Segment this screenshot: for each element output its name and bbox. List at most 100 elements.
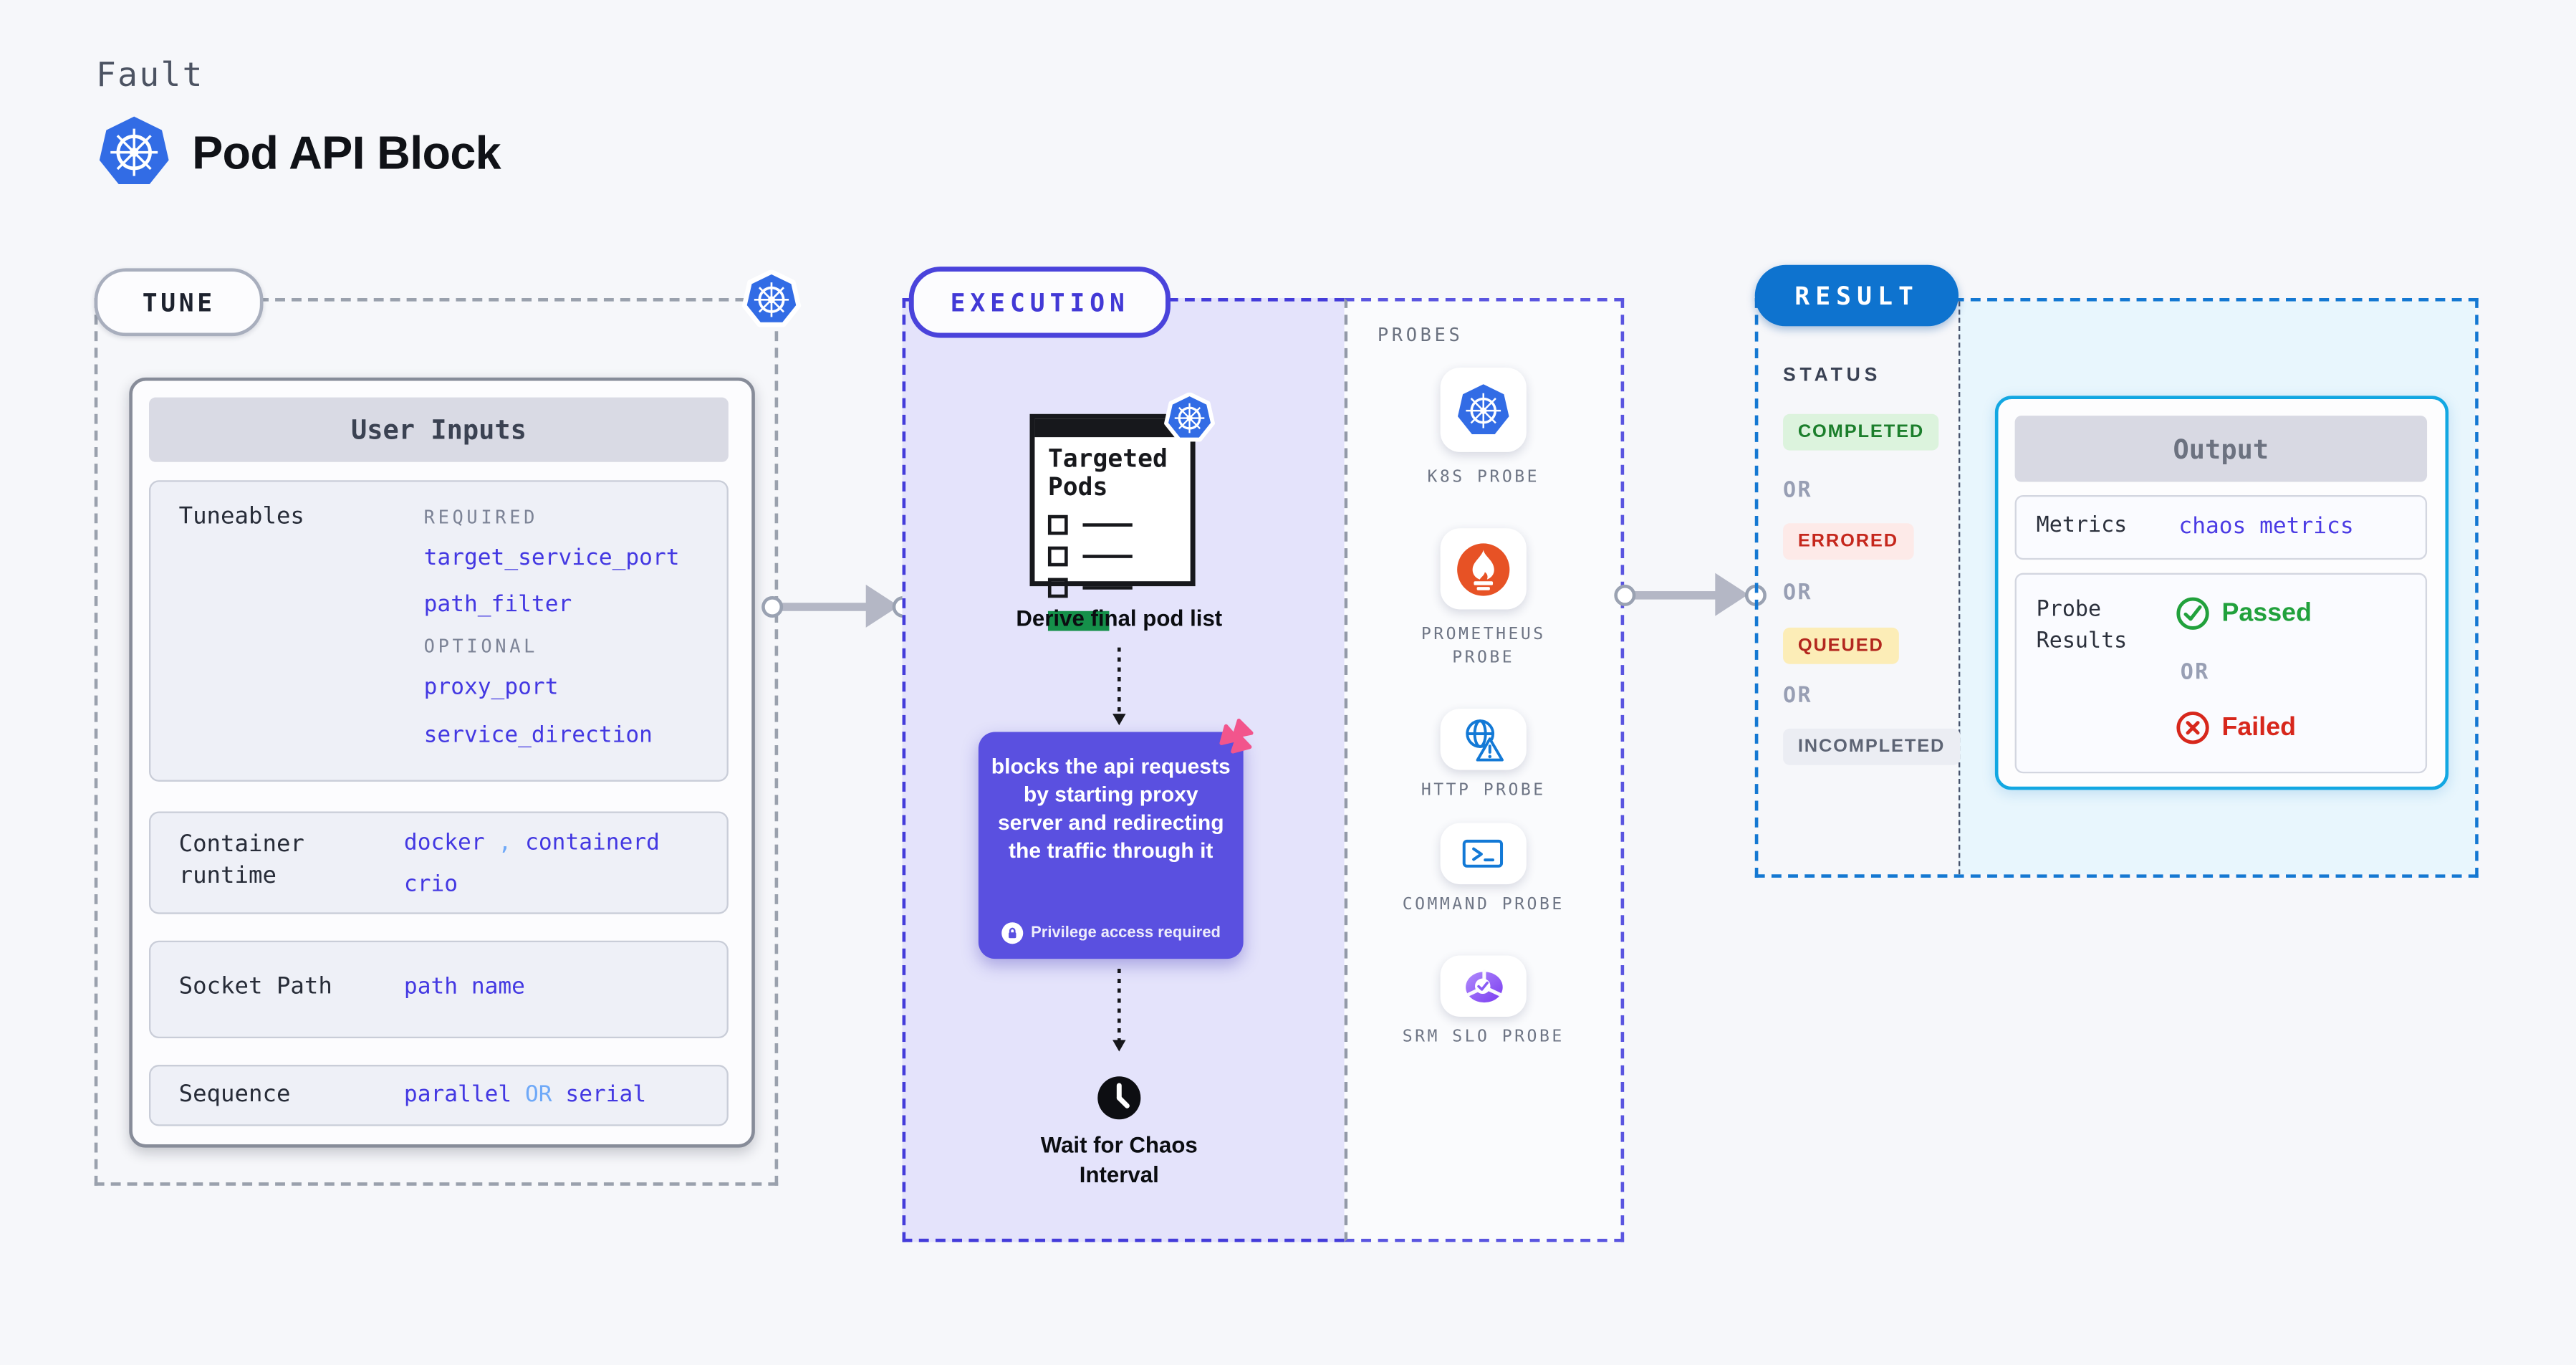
status-label: STATUS: [1783, 365, 1882, 386]
privilege-note-text: Privilege access required: [1031, 924, 1221, 943]
arrow-down-icon: [1111, 1040, 1125, 1052]
socket-path-value: path name: [403, 973, 525, 1000]
failed-text: Failed: [2221, 712, 2297, 742]
container-runtime-label: Container runtime: [178, 831, 304, 889]
passed-text: Passed: [2221, 598, 2312, 627]
execution-pill: EXECUTION: [908, 267, 1171, 338]
tuneable-service-direction: service_direction: [423, 722, 653, 749]
probe-results-label: Probe Results: [2036, 598, 2128, 654]
lock-icon: [1001, 922, 1023, 944]
tuneables-group: Tuneables REQUIRED target_service_port p…: [148, 480, 729, 782]
metrics-row: Metrics chaos metrics: [2014, 495, 2428, 560]
fault-action-text: blocks the api requests by starting prox…: [991, 753, 1231, 863]
socket-path-group: Socket Path path name: [148, 940, 729, 1039]
tuneable-target-service-port: target_service_port: [423, 545, 680, 572]
srm-slo-probe-label: SRM SLO PROBE: [1402, 1028, 1565, 1047]
terminal-icon: [1459, 830, 1507, 878]
progress-bar: [1047, 610, 1110, 631]
metrics-value: chaos metrics: [2178, 513, 2354, 540]
runtime-docker: docker: [403, 829, 485, 856]
page-title: Pod API Block: [192, 127, 501, 179]
sequence-serial: serial: [565, 1081, 647, 1108]
tune-pill: TUNE: [94, 268, 264, 337]
checkbox-icon: [1047, 578, 1068, 598]
pod-checklist-row: [1047, 514, 1191, 535]
or-separator: OR: [1783, 478, 1812, 504]
sequence-or: OR: [525, 1081, 552, 1108]
prometheus-probe-label: PROMETHEUS PROBE: [1421, 626, 1546, 668]
check-circle-icon: [2176, 596, 2211, 631]
status-badge-queued: QUEUED: [1783, 627, 1899, 664]
arrow-execution-to-result: [1627, 590, 1724, 599]
arrow-head-icon: [1715, 573, 1749, 616]
runtime-separator: ,: [498, 829, 512, 856]
output-header: Output: [2014, 416, 2428, 482]
output-panel: Output Metrics chaos metrics Probe Resul…: [1994, 396, 2449, 790]
container-runtime-values: docker , containerd: [404, 830, 660, 856]
user-inputs-header: User Inputs: [148, 397, 729, 462]
sequence-label: Sequence: [178, 1081, 291, 1108]
or-separator: OR: [2180, 661, 2210, 686]
or-separator: OR: [1783, 684, 1812, 709]
kubernetes-icon: [96, 114, 172, 190]
pod-checklist-row: [1047, 578, 1191, 598]
arrow-tune-to-execution: [774, 602, 875, 610]
passed-result: Passed: [2176, 596, 2312, 631]
tuneable-proxy-port: proxy_port: [423, 674, 559, 701]
fault-action-card: blocks the api requests by starting prox…: [978, 732, 1244, 959]
http-globe-icon: [1458, 714, 1509, 765]
list-line: [1082, 522, 1133, 527]
connector-dot: [760, 595, 782, 617]
kubernetes-icon: [741, 270, 801, 330]
arrow-down-icon: [1111, 714, 1125, 726]
derive-pod-list-label: Derive final pod list: [1016, 605, 1223, 631]
k8s-probe-label: K8S PROBE: [1427, 469, 1539, 487]
tune-section: [94, 297, 779, 1186]
prometheus-icon: [1453, 539, 1513, 598]
kubernetes-icon: [1455, 382, 1512, 439]
required-label: REQUIRED: [423, 507, 539, 529]
fault-eyebrow: Fault: [96, 54, 204, 95]
tuneable-path-filter: path_filter: [423, 591, 572, 618]
user-inputs-panel: User Inputs Tuneables REQUIRED target_se…: [129, 377, 755, 1148]
metrics-label: Metrics: [2036, 513, 2128, 539]
list-line: [1082, 554, 1133, 558]
targeted-pods-card: Targeted Pods: [1029, 414, 1196, 631]
clock-icon: [1096, 1075, 1143, 1121]
targeted-pods-title: Targeted Pods: [1047, 444, 1168, 503]
x-circle-icon: [2176, 710, 2211, 745]
http-probe-card: [1440, 709, 1527, 770]
runtime-crio: crio: [403, 871, 458, 898]
checkbox-icon: [1047, 546, 1068, 566]
command-probe-card: [1440, 823, 1527, 885]
wait-chaos-interval-label: Wait for Chaos Interval: [1040, 1132, 1198, 1187]
list-line: [1082, 585, 1133, 590]
probes-label: PROBES: [1377, 324, 1464, 347]
kubernetes-icon: [1164, 393, 1216, 444]
dotted-connector: [1117, 647, 1121, 716]
connector-dot: [1744, 583, 1766, 605]
slo-chart-icon: [1458, 960, 1509, 1012]
sequence-group: Sequence parallel OR serial: [148, 1065, 729, 1126]
sequence-parallel: parallel: [403, 1081, 512, 1108]
status-badge-errored: ERRORED: [1783, 523, 1913, 560]
status-badge-incompleted: INCOMPLETED: [1783, 728, 1961, 765]
dotted-connector: [1117, 968, 1121, 1042]
prometheus-probe-card: [1440, 528, 1527, 610]
chaos-pinwheel-icon: [1215, 715, 1258, 758]
failed-result: Failed: [2176, 710, 2296, 745]
command-probe-label: COMMAND PROBE: [1402, 896, 1565, 914]
tuneables-label: Tuneables: [178, 503, 304, 530]
or-separator: OR: [1783, 581, 1812, 606]
optional-label: OPTIONAL: [423, 636, 539, 658]
probe-results-row: Probe Results Passed OR Failed: [2014, 573, 2428, 774]
checkbox-icon: [1047, 514, 1068, 535]
privilege-note: Privilege access required: [979, 922, 1244, 944]
runtime-containerd: containerd: [525, 829, 660, 856]
status-badge-completed: COMPLETED: [1783, 413, 1939, 451]
container-runtime-group: Container runtime docker , containerd cr…: [148, 811, 729, 914]
connector-dot: [1613, 583, 1635, 605]
pod-checklist-row: [1047, 546, 1191, 566]
http-probe-label: HTTP PROBE: [1421, 781, 1546, 800]
